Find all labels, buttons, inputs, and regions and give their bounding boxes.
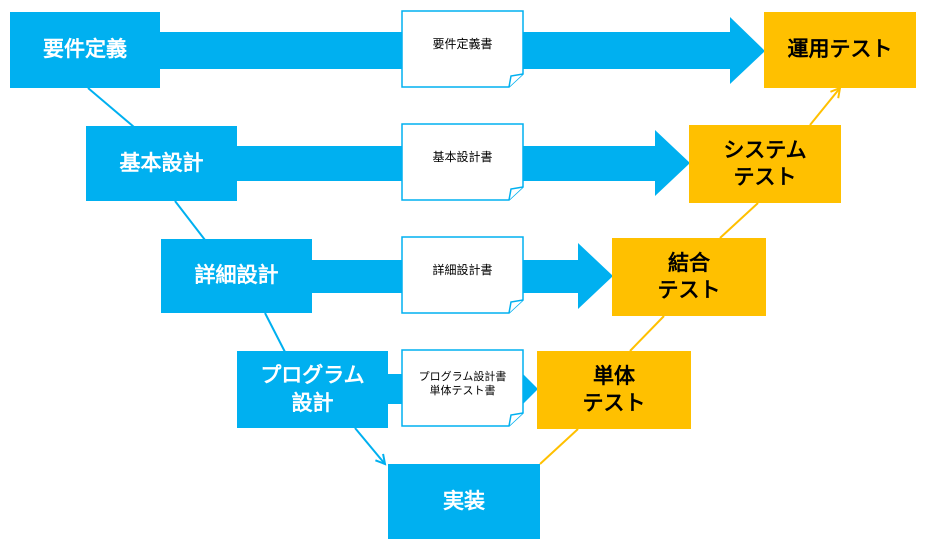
phase-basic-design: 基本設計: [86, 126, 237, 201]
document-basic-design-label: 基本設計書: [432, 150, 493, 165]
phase-program-design: プログラム 設計: [237, 351, 388, 428]
phase-integration-test: 結合 テスト: [612, 238, 766, 316]
phase-integration-test-label: 結合 テスト: [657, 250, 721, 302]
document-requirements: 要件定義書: [401, 10, 524, 88]
document-basic-design: 基本設計書: [401, 123, 524, 201]
connector-program-design-to-implementation: [354, 427, 385, 464]
phase-detail-design: 詳細設計: [161, 239, 312, 313]
phase-operation-test: 運用テスト: [764, 12, 916, 88]
phase-system-test-label: システム テスト: [723, 137, 807, 189]
connector-basic-design-to-detail-design: [174, 200, 206, 241]
document-detail-design: 詳細設計書: [401, 236, 524, 314]
connector-implementation-to-unit-test: [539, 428, 579, 465]
phase-system-test: システム テスト: [689, 125, 841, 203]
document-requirements-label: 要件定義書: [432, 37, 493, 52]
phase-implementation-label: 実装: [443, 488, 485, 513]
phase-detail-design-label: 詳細設計: [194, 263, 279, 288]
connector-requirements-to-basic-design: [87, 87, 135, 128]
document-program-design-label: プログラム設計書 単体テスト書: [418, 369, 507, 397]
phase-unit-test: 単体 テスト: [537, 351, 691, 429]
document-program-design: プログラム設計書 単体テスト書: [401, 349, 524, 427]
phase-operation-test-label: 運用テスト: [787, 37, 893, 62]
document-detail-design-label: 詳細設計書: [432, 263, 493, 278]
connector-integration-test-to-system-test: [719, 202, 759, 239]
document-icon: [401, 236, 524, 314]
phase-requirements-label: 要件定義: [43, 37, 127, 62]
phase-basic-design-label: 基本設計: [119, 150, 204, 175]
phase-implementation: 実装: [388, 464, 540, 539]
connector-system-test-to-operation-test: [809, 88, 840, 126]
document-icon: [401, 349, 524, 427]
phase-unit-test-label: 単体 テスト: [582, 363, 646, 415]
connector-unit-test-to-integration-test: [629, 315, 665, 352]
phase-program-design-label: プログラム 設計: [260, 363, 365, 415]
document-icon: [401, 10, 524, 88]
phase-requirements: 要件定義: [10, 12, 160, 88]
connector-detail-design-to-program-design: [264, 312, 286, 353]
document-icon: [401, 123, 524, 201]
